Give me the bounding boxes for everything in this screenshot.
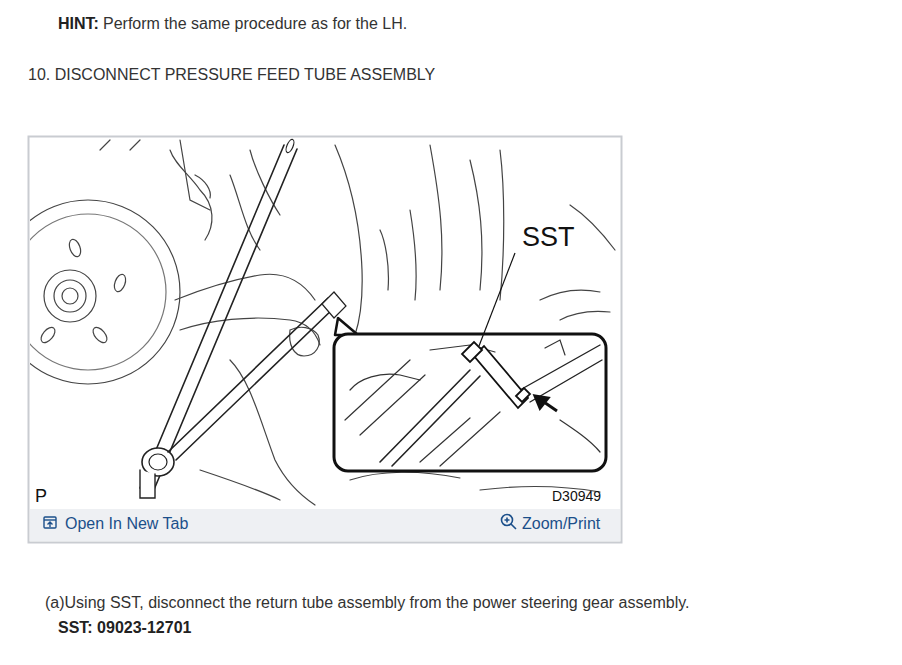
- view-letter: P: [35, 486, 47, 508]
- figure-frame: [29, 137, 622, 543]
- figure-toolbar: [30, 509, 620, 541]
- sst-tool: [462, 342, 530, 408]
- open-tab-link: Open In New Tab: [65, 514, 188, 533]
- sst-number: SST: 09023-12701: [58, 618, 191, 637]
- new-tab-icon: [44, 517, 56, 528]
- step-instruction: (a)Using SST, disconnect the return tube…: [45, 593, 689, 612]
- sst-callout: SST: [522, 221, 575, 253]
- zoom-link: Zoom/Print: [522, 514, 600, 533]
- hint-text: Perform the same procedure as for the LH…: [103, 14, 407, 33]
- zoom-icon: [502, 515, 517, 530]
- direction-arrow: [535, 396, 557, 411]
- hint-label: HINT:: [58, 14, 99, 33]
- step-heading: 10. DISCONNECT PRESSURE FEED TUBE ASSEMB…: [28, 65, 435, 84]
- figure-code: D30949: [552, 488, 601, 505]
- detail-callout: [334, 334, 606, 471]
- leader-line: [479, 253, 515, 346]
- steering-illustration: [30, 138, 615, 505]
- detail-view: [345, 340, 602, 466]
